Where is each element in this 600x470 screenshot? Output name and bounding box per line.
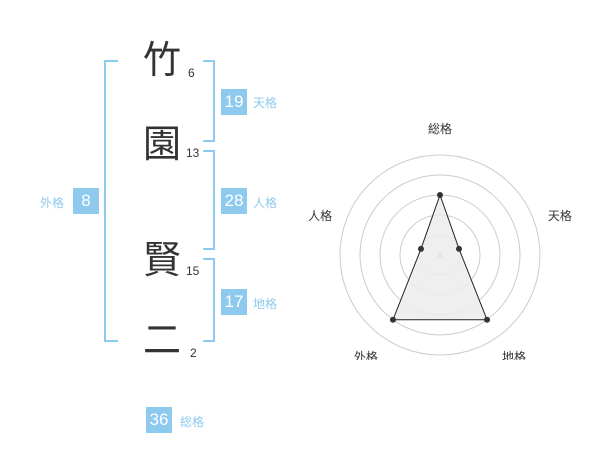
gaikaku-value-badge: 8 xyxy=(73,188,99,214)
tenkaku-bracket xyxy=(203,60,215,142)
jinkaku-value-badge: 28 xyxy=(221,188,247,214)
radar-point-1 xyxy=(437,192,443,198)
radar-axis-label-3: 地格 xyxy=(502,349,526,360)
stroke-count-2: 13 xyxy=(186,146,200,160)
jinkaku-label: 人格 xyxy=(253,196,278,210)
tenkaku-label: 天格 xyxy=(253,96,278,110)
soukaku-value-badge: 36 xyxy=(146,407,172,433)
name-char-2: 園 xyxy=(142,122,181,166)
gaikaku-label: 外格 xyxy=(40,196,65,210)
radar-point-3 xyxy=(484,316,491,323)
radar-axis-label-2: 天格 xyxy=(548,208,572,223)
radar-grid-ring xyxy=(339,154,541,356)
radar-axis-label-5: 人格 xyxy=(308,208,332,223)
name-char-3: 賢 xyxy=(142,238,181,282)
stroke-count-4: 2 xyxy=(190,346,197,360)
radar-axis-label-1: 総格 xyxy=(428,121,452,136)
name-char-1: 竹 xyxy=(142,38,181,82)
chikaku-value-badge: 17 xyxy=(221,289,247,315)
jinkaku-bracket xyxy=(203,150,215,250)
tenkaku-value-badge: 19 xyxy=(221,89,247,115)
stroke-count-1: 6 xyxy=(188,66,195,80)
radar-point-4 xyxy=(389,316,396,323)
radar-series-area xyxy=(392,193,488,321)
stroke-count-3: 15 xyxy=(186,264,200,278)
radar-point-5 xyxy=(417,245,424,252)
name-char-4: 二 xyxy=(142,318,181,362)
gaikaku-bracket xyxy=(104,60,118,342)
radar-axis-label-4: 外格 xyxy=(354,349,378,360)
radar-point-2 xyxy=(456,245,463,252)
chikaku-label: 地格 xyxy=(253,297,278,311)
soukaku-label: 総格 xyxy=(180,415,205,429)
radar-grid-ring xyxy=(359,174,521,336)
chikaku-bracket xyxy=(203,258,215,342)
